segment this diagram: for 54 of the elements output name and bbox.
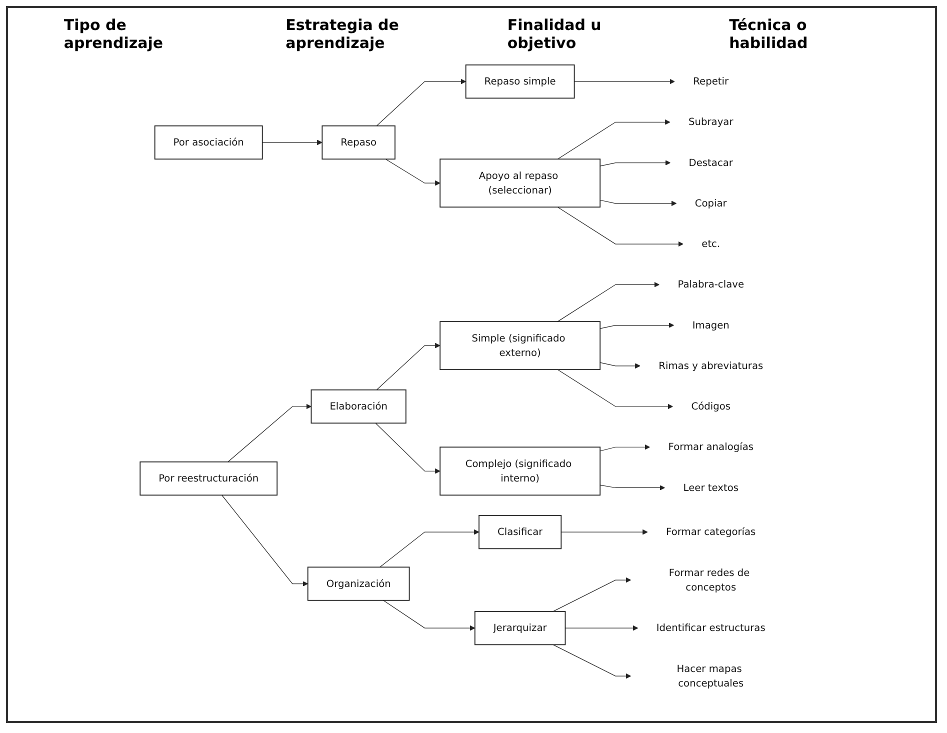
arrow: [385, 158, 440, 186]
node-text: Rimas y abreviaturas: [658, 360, 764, 372]
arrow: [600, 160, 671, 166]
arrow: [376, 342, 440, 390]
arrow: [222, 494, 308, 586]
arrow: [262, 140, 322, 146]
arrow: [557, 369, 673, 410]
arrow: [552, 644, 632, 679]
node-box: Jerarquizar: [474, 610, 566, 646]
node-box: Por reestructuración: [140, 461, 278, 496]
arrow: [557, 282, 660, 322]
arrow: [380, 529, 480, 568]
node-box: Repaso: [322, 125, 396, 160]
arrow: [552, 577, 632, 612]
node-box: Repaso simple: [465, 64, 575, 99]
column-heading: Estrategia de aprendizaje: [286, 16, 400, 52]
node-text: Formar redes de conceptos: [668, 566, 750, 593]
arrow: [376, 78, 466, 126]
arrow: [560, 529, 648, 535]
node-text: Subrayar: [688, 116, 734, 128]
column-heading: Tipo de aprendizaje: [64, 16, 164, 52]
arrow: [557, 206, 684, 247]
arrow: [383, 600, 476, 631]
arrow: [557, 119, 670, 160]
node-box: Complejo (significado interno): [440, 446, 601, 496]
arrow: [600, 322, 674, 329]
node-box: Organización: [307, 566, 410, 601]
arrow: [564, 625, 638, 631]
node-text: Hacer mapas conceptuales: [676, 662, 744, 689]
node-box: Simple (significado externo): [440, 321, 601, 370]
arrow: [600, 200, 677, 206]
node-box: Por asociación: [154, 125, 263, 160]
node-box: Clasificar: [478, 514, 562, 550]
arrow: [600, 444, 650, 452]
node-box: Apoyo al repaso (seleccionar): [440, 158, 601, 208]
node-text: Formar analogías: [668, 440, 754, 453]
column-heading: Finalidad u objetivo: [507, 16, 602, 52]
node-text: Destacar: [688, 156, 733, 168]
arrow: [375, 422, 440, 474]
arrow: [600, 484, 666, 490]
column-heading: Técnica o habilidad: [729, 16, 809, 52]
node-text: Copiar: [694, 197, 727, 209]
node-text: Códigos: [691, 400, 731, 412]
node-text: Formar categorías: [666, 526, 756, 538]
node-text: Leer textos: [683, 482, 738, 494]
node-box: Elaboración: [310, 389, 406, 424]
node-text: Identificar estructuras: [656, 622, 766, 634]
node-text: Imagen: [692, 319, 730, 331]
arrow: [600, 362, 640, 369]
arrow: [574, 78, 675, 84]
node-text: Repetir: [693, 75, 729, 88]
node-text: Palabra-clave: [678, 278, 744, 290]
arrow: [228, 404, 312, 462]
node-text: etc.: [702, 238, 720, 250]
